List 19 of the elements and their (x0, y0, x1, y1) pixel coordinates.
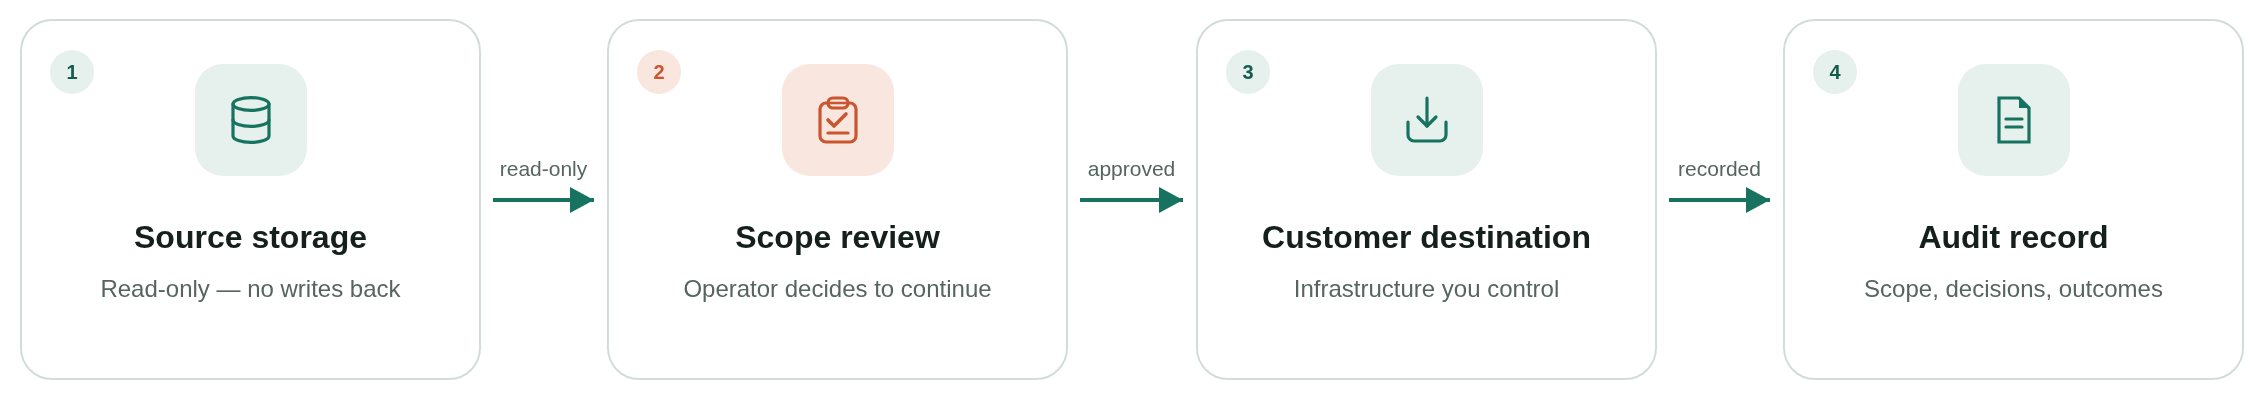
step-title: Source storage (134, 218, 367, 257)
step-description: Infrastructure you control (1293, 274, 1560, 304)
step-number: 1 (50, 50, 94, 94)
step-card (1783, 19, 2244, 380)
step-description: Read-only — no writes back (100, 274, 401, 304)
step-card (1196, 19, 1657, 380)
step-number: 2 (637, 50, 681, 94)
step-title: Scope review (735, 218, 940, 257)
step-title: Audit record (1918, 218, 2109, 257)
step-number: 3 (1226, 50, 1270, 94)
arrow (1080, 187, 1183, 213)
arrow (1669, 187, 1770, 213)
step-description: Operator decides to continue (683, 274, 992, 304)
step-description: Scope, decisions, outcomes (1864, 274, 2163, 304)
step-card (20, 19, 481, 380)
arrow (493, 187, 594, 213)
step-card (607, 19, 1068, 380)
step-number: 4 (1813, 50, 1857, 94)
step-title: Customer destination (1262, 218, 1591, 257)
